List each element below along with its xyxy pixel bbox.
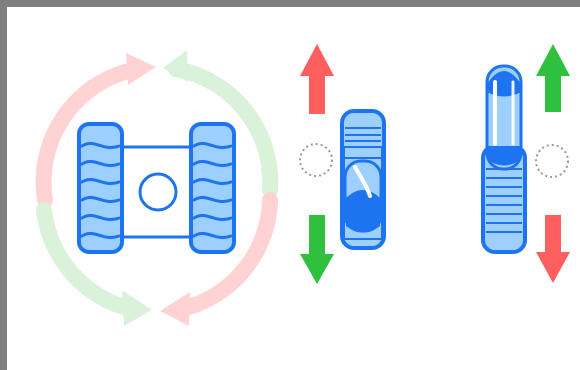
robot-top-view-icon [77, 122, 236, 254]
pivot-marker-icon [535, 144, 569, 178]
side-wheel-icon [340, 109, 386, 250]
pivot-marker-icon [299, 143, 333, 177]
side-wheel-icon [481, 64, 527, 254]
down-arrow-icon [300, 215, 334, 284]
down-arrow-icon [536, 215, 570, 283]
up-arrow-icon [300, 44, 334, 114]
rotation-arrows-icon [35, 50, 279, 326]
up-arrow-icon [536, 44, 570, 112]
